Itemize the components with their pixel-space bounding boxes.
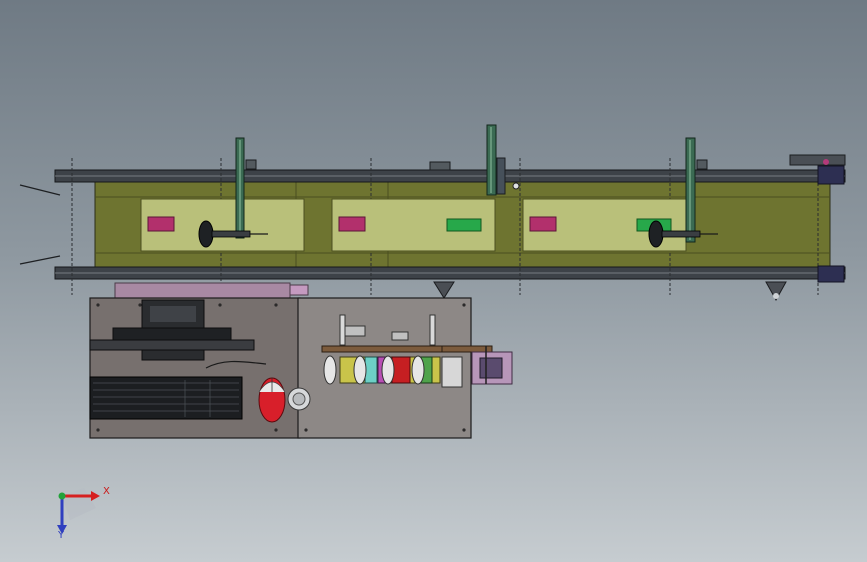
x-axis-label: X bbox=[103, 486, 110, 497]
screwdriver-station-1[interactable] bbox=[198, 137, 268, 248]
screwdriver-station-3[interactable] bbox=[648, 137, 718, 248]
pallet-marker-green bbox=[446, 218, 482, 232]
drive-end-bottom bbox=[817, 265, 845, 283]
cable-tray bbox=[114, 282, 291, 300]
pallet-2[interactable] bbox=[331, 198, 496, 252]
conveyor-assembly[interactable] bbox=[19, 124, 846, 302]
pallet-1[interactable] bbox=[140, 198, 305, 252]
orientation-triad bbox=[57, 488, 100, 534]
monitor bbox=[89, 299, 255, 361]
y-axis-label: Y bbox=[58, 530, 65, 541]
control-cabinet[interactable] bbox=[89, 282, 513, 439]
screwdriver-station-2[interactable] bbox=[486, 124, 520, 196]
pallet-marker-magenta bbox=[338, 216, 366, 232]
pallet-marker-magenta bbox=[529, 216, 557, 232]
triad-origin bbox=[58, 492, 66, 500]
mouse bbox=[205, 360, 311, 423]
drive-end-top bbox=[817, 165, 845, 185]
keyboard bbox=[89, 376, 243, 420]
screw-feeder[interactable] bbox=[321, 314, 513, 388]
pallet-marker-magenta bbox=[147, 216, 175, 232]
